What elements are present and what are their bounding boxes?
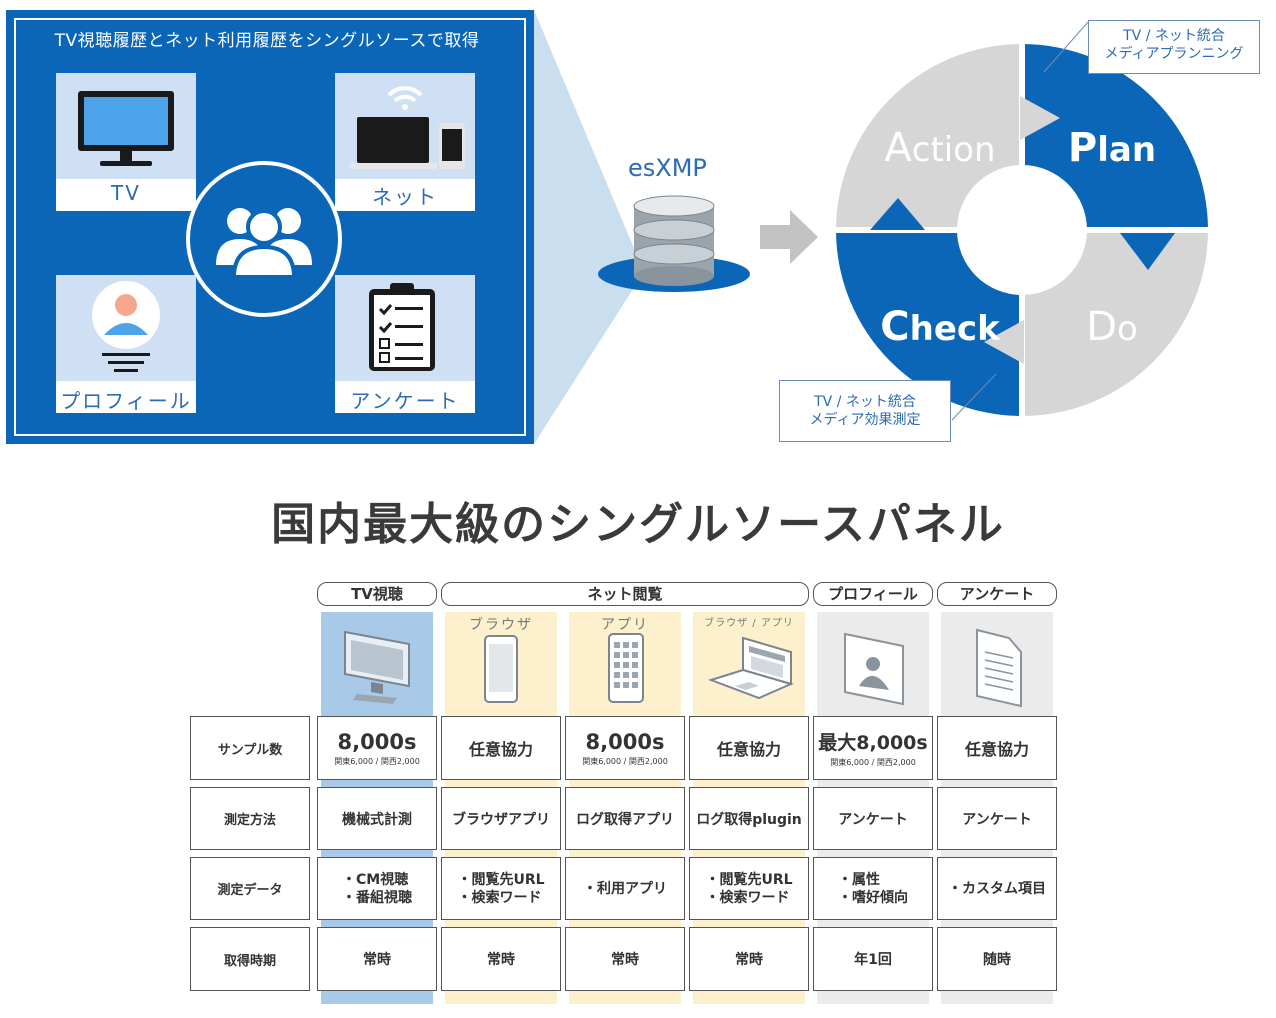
right-arrow-icon: [760, 210, 818, 264]
data-cell-browser: ・閲覧先URL・検索ワード: [441, 857, 561, 920]
timing-cell-browser-app: 常時: [689, 927, 809, 991]
action-quadrant: [836, 44, 1022, 230]
row-header-data: 測定データ: [190, 857, 310, 920]
database-icon: [598, 195, 750, 292]
survey-card-image: [335, 275, 475, 381]
tv-icon: [344, 630, 410, 704]
do-quadrant: [1022, 230, 1208, 416]
smartphone-icon: [484, 635, 518, 703]
tv-card: TV: [56, 73, 196, 211]
plan-note-line2: メディアプランニング: [1104, 46, 1244, 62]
method-cell-browser: ブラウザアプリ: [441, 787, 561, 850]
tv-icon: [78, 91, 174, 166]
net-card: ネット: [335, 73, 475, 211]
timing-cell-tv: 常時: [317, 927, 437, 991]
survey-card: アンケート: [335, 275, 475, 413]
data-cell-app: ・利用アプリ: [565, 857, 685, 920]
sample-cell-survey: 任意協力: [937, 716, 1057, 780]
sublabel-browser: ブラウザ: [469, 617, 533, 633]
data-cell-profile: ・属性・嗜好傾向: [813, 857, 933, 920]
arrow-plan-to-do: [1120, 233, 1175, 270]
check-callout-line: [951, 373, 997, 421]
id-card-icon: [844, 632, 904, 706]
net-card-label: ネット: [372, 185, 438, 209]
row-header-samples: サンプル数: [190, 716, 310, 780]
method-cell-profile: アンケート: [813, 787, 933, 850]
pdca-cycle: Action Plan Do Check: [830, 38, 1220, 428]
check-quadrant: [836, 230, 1022, 416]
check-note-line1: TV / ネット統合: [814, 394, 916, 410]
plan-label: Plan: [1068, 125, 1156, 171]
action-label: Action: [884, 125, 995, 171]
users-group-icon: [216, 208, 312, 279]
zoom-cone: [534, 10, 644, 444]
arrow-action-to-plan: [1020, 96, 1060, 140]
timing-cell-profile: 年1回: [813, 927, 933, 991]
net-card-image: [335, 73, 475, 179]
check-label: Check: [880, 304, 1001, 350]
data-cell-browser-app: ・閲覧先URL・検索ワード: [689, 857, 809, 920]
headline: 国内最大級のシングルソースパネル: [271, 499, 1005, 550]
method-cell-app: ログ取得アプリ: [565, 787, 685, 850]
timing-cell-browser: 常時: [441, 927, 561, 991]
esxmp-label: esXMP: [628, 154, 707, 182]
sample-cell-browser: 任意協力: [441, 716, 561, 780]
group-survey: アンケート: [937, 582, 1057, 606]
app-phone-icon: [608, 633, 644, 703]
arrow-do-to-check: [984, 320, 1024, 364]
timing-cell-survey: 随時: [937, 927, 1057, 991]
survey-card-label: アンケート: [350, 389, 460, 413]
method-cell-browser-app: ログ取得plugin: [689, 787, 809, 850]
plan-callout-line: [1043, 21, 1089, 73]
data-cell-survey: ・カスタム項目: [937, 857, 1057, 920]
data-cell-tv: ・CM視聴・番組視聴: [317, 857, 437, 920]
hub-circle: [186, 161, 342, 317]
do-label: Do: [1086, 304, 1138, 350]
document-icon: [976, 628, 1022, 708]
tv-card-image: [56, 73, 196, 179]
row-header-timing: 取得時期: [190, 927, 310, 991]
row-header-method: 測定方法: [190, 787, 310, 850]
panel-title: TV視聴履歴とネット利用履歴をシングルソースで取得: [54, 31, 480, 51]
clipboard-checklist-icon: [369, 283, 435, 371]
plan-note-line1: TV / ネット統合: [1123, 28, 1225, 44]
check-note-line2: メディア効果測定: [809, 412, 921, 428]
group-profile: プロフィール: [813, 582, 933, 606]
plan-note: TV / ネット統合 メディアプランニング: [1088, 20, 1260, 74]
tv-card-label: TV: [111, 181, 141, 205]
sublabel-browser-app: ブラウザ / アプリ: [704, 618, 794, 629]
laptop-icon: [707, 636, 794, 700]
panel-border: [14, 18, 526, 436]
profile-card-label: プロフィール: [60, 389, 192, 413]
arrow-check-to-action: [870, 198, 925, 230]
profile-card: プロフィール: [56, 275, 196, 413]
profile-card-image: [56, 275, 196, 381]
timing-cell-app: 常時: [565, 927, 685, 991]
profile-icon: [92, 281, 160, 372]
devices-wifi-icon: [349, 86, 465, 169]
method-cell-survey: アンケート: [937, 787, 1057, 850]
plan-quadrant: [1022, 44, 1208, 230]
group-tv: TV視聴: [317, 582, 437, 606]
group-net: ネット閲覧: [441, 582, 809, 606]
method-cell-tv: 機械式計測: [317, 787, 437, 850]
sample-cell-browser-app: 任意協力: [689, 716, 809, 780]
sublabel-app: アプリ: [601, 617, 649, 633]
check-note: TV / ネット統合 メディア効果測定: [779, 380, 951, 442]
